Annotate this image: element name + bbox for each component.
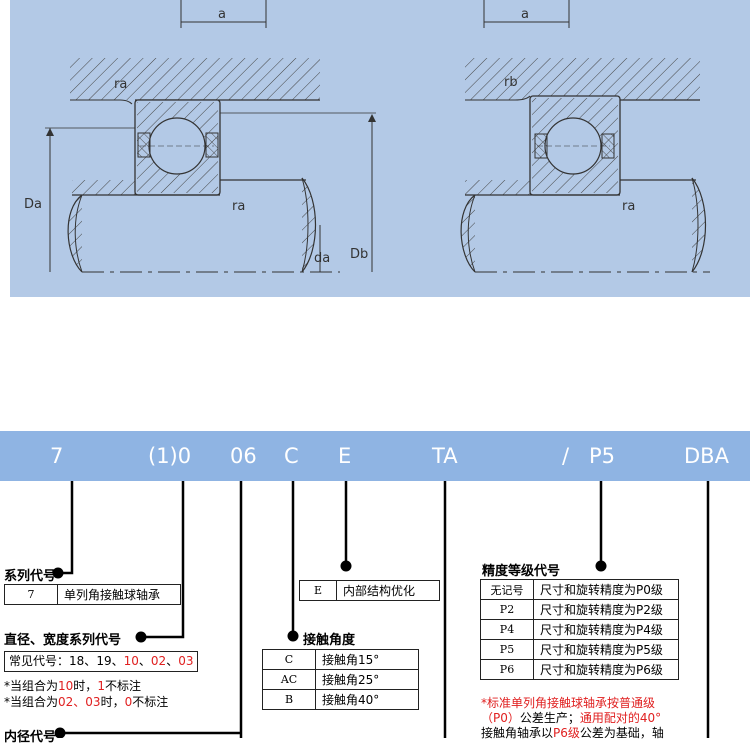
dim-ra-mid-right: ra [622, 199, 635, 214]
table-row: P4 尺寸和旋转精度为P4级 [480, 619, 679, 640]
precision-table: 无记号 尺寸和旋转精度为P0级 P2 尺寸和旋转精度为P2级 P4 尺寸和旋转精… [480, 579, 679, 680]
left-assembly: a ra Da ra da Db [24, 0, 376, 273]
table-row: C 接触角15° [262, 649, 419, 670]
code-diameter-width: (1)0 [148, 444, 192, 468]
table-row: 无记号 尺寸和旋转精度为P0级 [480, 579, 679, 600]
table-row: AC 接触角25° [262, 669, 419, 690]
dot-bore [54, 727, 66, 738]
diameter-note-2: *当组合为02、03时，0不标注 [4, 695, 169, 709]
right-assembly: a rb ra [460, 0, 710, 273]
dim-ra-top: ra [114, 77, 127, 92]
diameter-note-1: *当组合为10时，1不标注 [4, 679, 141, 693]
code-bore: 06 [230, 444, 257, 468]
dot-structure [340, 560, 352, 572]
dot-contact-angle [287, 630, 299, 642]
contact-angle-table: C 接触角15° AC 接触角25° B 接触角40° [262, 649, 419, 710]
code-cage: TA [432, 444, 458, 468]
dot-precision [595, 560, 607, 572]
dim-da: da [314, 251, 330, 266]
dim-ra-mid-left: ra [232, 199, 245, 214]
bearing-mounting-drawing: a ra Da ra da Db [10, 0, 750, 297]
code-structure: E [338, 444, 352, 468]
table-row: 7 单列角接触球轴承 [4, 584, 181, 605]
dim-Da: Da [24, 197, 42, 212]
structure-table: E 内部结构优化 [299, 580, 440, 601]
table-row: P6 尺寸和旋转精度为P6级 [480, 659, 679, 680]
dim-a-right: a [521, 7, 529, 22]
precision-note: *标准单列角接触球轴承按普通级 （P0）公差生产；通用配对的40° 接触角轴承以… [481, 696, 664, 740]
precision-title: 精度等级代号 [482, 564, 561, 579]
dot-diameter-width [135, 631, 147, 643]
table-row: P5 尺寸和旋转精度为P5级 [480, 639, 679, 660]
dot-series [52, 567, 64, 579]
series-code-cell: 7 [4, 584, 58, 605]
structure-desc-cell: 内部结构优化 [336, 580, 440, 601]
code-precision: P5 [589, 444, 616, 468]
diameter-width-title: 直径、宽度系列代号 [4, 633, 122, 648]
bearing-cross-section-svg: a ra Da ra da Db [24, 0, 710, 273]
series-code-table: 7 单列角接触球轴承 [4, 584, 181, 605]
structure-code-cell: E [299, 580, 337, 601]
bearing-code-bar: 7 (1)0 06 C E TA / P5 DBA [0, 431, 750, 481]
dim-rb-top: rb [504, 75, 518, 90]
dim-Db: Db [350, 247, 368, 262]
bore-code-title: 内径代号 [4, 730, 57, 745]
contact-angle-title: 接触角度 [303, 633, 356, 648]
dim-a-left: a [218, 7, 226, 22]
code-slash: / [562, 444, 570, 468]
table-row: B 接触角40° [262, 689, 419, 710]
code-series: 7 [50, 444, 64, 468]
table-row: E 内部结构优化 [299, 580, 440, 601]
code-arrangement: DBA [684, 444, 729, 468]
series-desc-cell: 单列角接触球轴承 [57, 584, 181, 605]
code-contact-angle: C [284, 444, 299, 468]
common-codes-box: 常见代号：18、19、10、02、03 [4, 651, 199, 672]
series-code-title: 系列代号 [4, 569, 57, 584]
table-row: P2 尺寸和旋转精度为P2级 [480, 599, 679, 620]
